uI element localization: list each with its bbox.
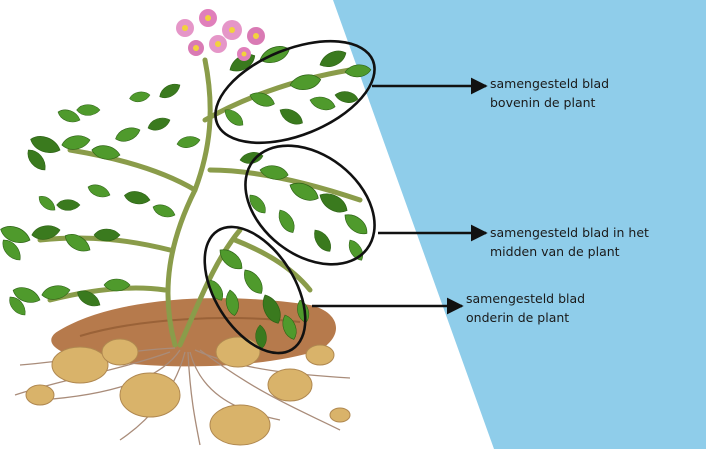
label-middle-line-2: midden van de plant [490,242,649,261]
label-middle-leaf: samengesteld blad in het midden van de p… [490,223,649,261]
leaf [157,80,183,101]
circle-middle-leaf [222,121,397,288]
leaf [176,135,201,150]
leaf [277,105,306,128]
leaf [114,124,143,144]
label-top-leaf: samengesteld blad bovenin de plant [490,74,609,112]
label-bottom-line-2: onderin de plant [466,308,585,327]
label-bottom-line-1: samengesteld blad [466,289,585,308]
leaf [62,230,93,256]
flowers [176,9,265,61]
leaf [146,115,172,133]
leaf [123,190,151,206]
leaf [308,94,336,112]
label-bottom-leaf: samengesteld blad onderin de plant [466,289,585,327]
leaf [61,134,91,152]
leaf [86,182,112,200]
leaf [341,210,371,238]
leaf [334,90,359,105]
label-top-line-2: bovenin de plant [490,93,609,112]
leaf [317,47,348,71]
label-top-line-1: samengesteld blad [490,74,609,93]
leaf [151,202,177,220]
leaf [129,90,151,103]
leaf [41,284,71,302]
leaf [310,227,335,255]
leaf [240,266,267,297]
leaf [275,207,298,236]
leaf [36,193,58,214]
leaf [77,105,100,116]
leaf [57,200,80,211]
label-middle-line-1: samengesteld blad in het [490,223,649,242]
